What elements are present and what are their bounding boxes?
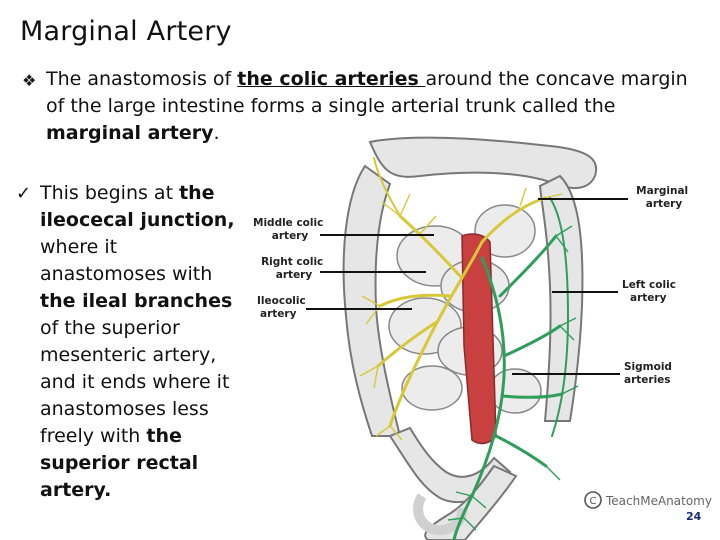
checkmark-bullet-icon: ✓ [16,183,32,204]
bullet-text-part: where it anastomoses with [40,236,213,285]
bullet-text: The anastomosis of the colic arteries ar… [22,66,692,147]
label-right-colic-artery: Right colic artery [261,256,327,281]
bullet-text-part: The anastomosis of [46,68,238,90]
bullet-text-part: . [213,122,220,144]
bullet-marginal-artery: ❖ The anastomosis of the colic arteries … [22,66,692,147]
inferior-mesenteric-branches [452,197,570,540]
label-sigmoid-arteries: Sigmoid arteries [624,361,676,386]
page-number: 24 [686,510,702,523]
label-ileocolic-artery: Ileocolic artery [257,295,309,320]
label-leader-lines [306,198,628,375]
colic-arteries-emphasis: the colic arteries [237,68,426,90]
diamond-bullet-icon: ❖ [22,71,37,90]
label-left-colic-artery: Left colic artery [622,279,680,304]
copyright-icon-glyph: C [590,496,597,507]
slide-title: Marginal Artery [20,16,232,47]
superior-mesenteric-branches [373,157,547,428]
aorta-shape [461,233,497,445]
ileal-branches-term: the ileal branches [40,290,233,312]
marginal-artery-diagram: Marginal artery Middle colic artery Righ… [253,136,712,540]
teachmeanatomy-credit: C TeachMeAnatomy [584,491,712,509]
bullet-text-part: This begins at [40,182,180,204]
marginal-artery-term: marginal artery [46,122,214,144]
label-marginal-artery: Marginal artery [636,185,692,210]
bullet-text-part: of the superior mesenteric artery, and i… [40,317,230,447]
inferior-mesenteric-twigs [447,225,579,531]
bullet-text-part: around the concave margin of the large i… [46,68,688,117]
copyright-icon [584,491,602,509]
superior-mesenteric-twigs [359,187,563,441]
bullet-text: This begins at the ileocecal junction, w… [16,180,248,504]
credit-text: TeachMeAnatomy [605,494,712,508]
label-middle-colic-artery: Middle colic artery [253,217,327,242]
ileocecal-junction-term: the ileocecal junction, [40,182,235,231]
superior-rectal-artery-term: the superior rectal artery. [40,425,199,501]
bullet-begins-ends: ✓ This begins at the ileocecal junction,… [16,180,248,504]
